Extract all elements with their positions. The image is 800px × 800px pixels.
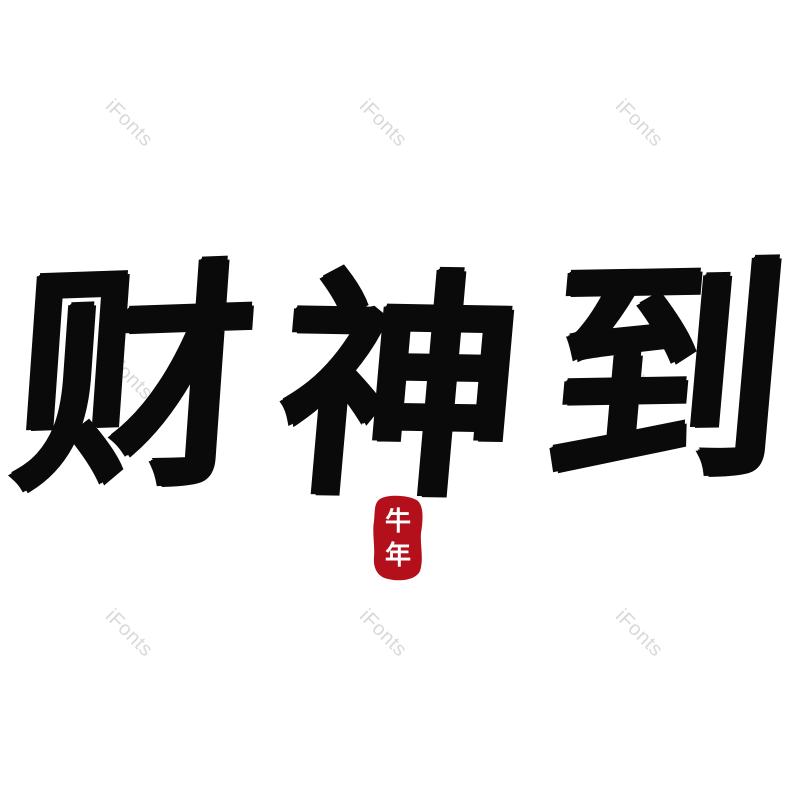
seal-char-nian: 年 (384, 541, 411, 571)
watermark-text: iFonts (610, 605, 668, 662)
calligraphy-title: 财 神 到 (5, 232, 798, 532)
calligraphy-char-dao: 到 (535, 233, 798, 518)
red-seal-stamp: 牛 年 (370, 493, 426, 583)
seal-shape-icon (373, 495, 423, 581)
watermark-text: iFonts (100, 605, 158, 662)
watermark-text: iFonts (100, 95, 158, 152)
watermark-text: iFonts (354, 605, 412, 662)
seal-char-niu: 牛 (384, 507, 411, 537)
watermark-text: iFonts (610, 95, 668, 152)
watermark-text: iFonts (354, 95, 412, 152)
calligraphy-char-cai: 财 (4, 237, 264, 526)
calligraphy-char-shen: 神 (268, 247, 531, 532)
